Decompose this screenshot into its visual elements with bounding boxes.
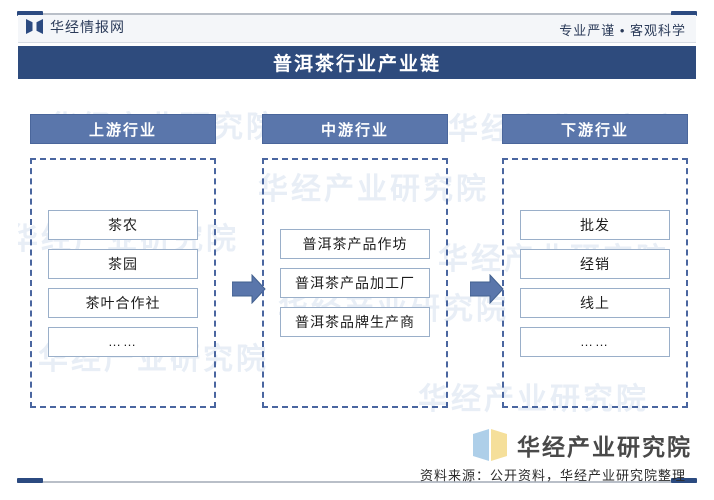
node-label: 经销 <box>580 255 610 272</box>
node-label: …… <box>108 334 138 349</box>
node-box[interactable]: …… <box>48 326 198 357</box>
node-box[interactable]: 普洱茶产品作坊 <box>280 229 430 259</box>
node-box[interactable]: 茶农 <box>48 209 198 240</box>
diagram-canvas: 华经产业研究院 华经产业研究院 华经产业研究院 华经产业研究院 华经产业研究院 … <box>18 84 696 464</box>
column-header-label: 下游行业 <box>560 121 629 139</box>
watermark-logo-text: 华经产业研究院 <box>517 434 692 460</box>
node-box[interactable]: 批发 <box>520 209 670 240</box>
node-box[interactable]: 普洱茶品牌生产商 <box>280 307 430 337</box>
node-label: 茶园 <box>108 255 138 272</box>
column-header-downstream: 下游行业 <box>502 114 688 144</box>
arrow-right-icon <box>231 273 266 305</box>
column-upstream: 上游行业 茶农 茶园 茶叶合作社 …… <box>30 114 216 408</box>
header-band <box>18 15 696 43</box>
frame-cap-bottom-right <box>671 478 697 483</box>
brand: 华经情报网 <box>26 19 125 34</box>
node-box[interactable]: 线上 <box>520 287 670 318</box>
column-midstream: 中游行业 普洱茶产品作坊 普洱茶产品加工厂 普洱茶品牌生产商 <box>262 114 448 408</box>
source-note: 资料来源：公开资料，华经产业研究院整理 <box>419 468 686 483</box>
node-box[interactable]: 普洱茶产品加工厂 <box>280 268 430 298</box>
open-book-icon <box>472 428 508 462</box>
frame-line-bottom <box>17 481 697 483</box>
frame-cap-top-left <box>17 11 43 16</box>
node-label: 茶叶合作社 <box>85 294 161 311</box>
brand-name: 华经情报网 <box>50 18 125 35</box>
column-header-upstream: 上游行业 <box>30 114 216 144</box>
page-title-bar: 普洱茶行业产业链 <box>18 46 696 79</box>
column-header-label: 中游行业 <box>320 121 389 139</box>
page-title: 普洱茶行业产业链 <box>272 54 441 75</box>
column-body-upstream: 茶农 茶园 茶叶合作社 …… <box>30 158 216 408</box>
frame-cap-top-right <box>671 11 697 16</box>
node-label: 普洱茶产品作坊 <box>302 236 408 252</box>
column-downstream: 下游行业 批发 经销 线上 …… <box>502 114 688 408</box>
node-label: 批发 <box>580 216 610 233</box>
node-box[interactable]: 茶园 <box>48 248 198 279</box>
node-box[interactable]: …… <box>520 326 670 357</box>
frame-cap-bottom-left <box>17 478 43 483</box>
column-header-label: 上游行业 <box>88 121 157 139</box>
arrow-right-icon <box>469 273 504 305</box>
node-label: 普洱茶产品加工厂 <box>295 275 415 291</box>
node-box[interactable]: 茶叶合作社 <box>48 287 198 318</box>
column-header-midstream: 中游行业 <box>262 114 448 144</box>
node-label: 茶农 <box>108 216 138 233</box>
frame-line-top <box>17 13 697 15</box>
watermark-logo: 华经产业研究院 <box>472 428 692 462</box>
node-label: 线上 <box>580 294 610 311</box>
column-body-midstream: 普洱茶产品作坊 普洱茶产品加工厂 普洱茶品牌生产商 <box>262 158 448 408</box>
node-label: …… <box>580 334 610 349</box>
node-label: 普洱茶品牌生产商 <box>295 314 415 330</box>
column-body-downstream: 批发 经销 线上 …… <box>502 158 688 408</box>
node-box[interactable]: 经销 <box>520 248 670 279</box>
bowtie-logo-icon <box>26 19 43 34</box>
header-tagline: 专业严谨 • 客观科学 <box>559 23 686 38</box>
